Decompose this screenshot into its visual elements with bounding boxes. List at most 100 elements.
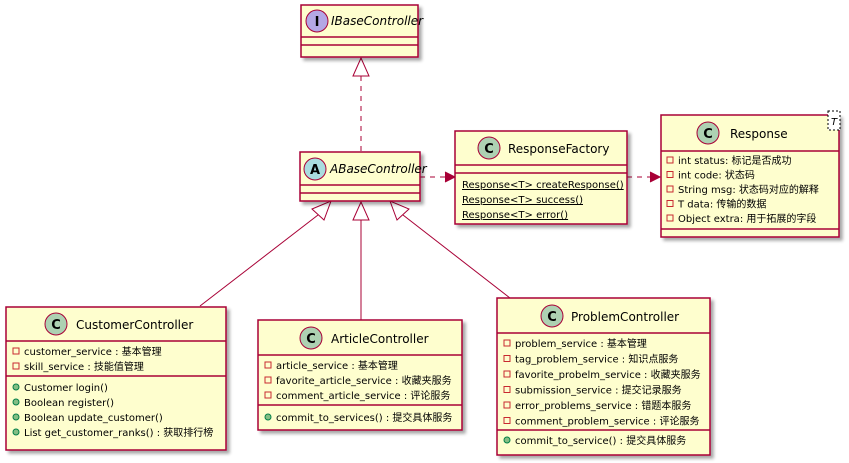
class-name: Response: [730, 127, 788, 141]
member-signature: article_service: [276, 361, 348, 372]
member-comment: : 标记是否成功: [725, 155, 792, 167]
member-signature: error_problems_service: [515, 401, 632, 412]
private-visibility-icon: [666, 156, 674, 164]
customer-generalization-line: [199, 214, 319, 307]
public-visibility-icon: [503, 436, 511, 444]
class-box: [5, 306, 227, 451]
member-comment: : 用于拓展的字段: [740, 212, 817, 225]
class-articlecontroller[interactable]: C ArticleController article_service : 基本…: [257, 319, 463, 431]
member-signature: Boolean update_customer(): [24, 413, 163, 424]
private-visibility-icon: [666, 185, 674, 193]
member-text: T data: 传输的数据: [677, 198, 766, 211]
method-list: commit_to_services() : 提交具体服务: [264, 411, 452, 424]
member-signature: commit_to_services(): [276, 413, 383, 424]
class-name: ResponseFactory: [508, 142, 609, 156]
member-signature: Customer login(): [24, 383, 108, 394]
member-text: List get_customer_ranks() : 获取排行榜: [24, 426, 213, 439]
spot-letter: C: [51, 318, 61, 333]
method-create-response: Response<T> createResponse(): [462, 180, 624, 191]
class-box: [257, 319, 463, 431]
field-list: article_service : 基本管理 favorite_article_s…: [264, 359, 452, 402]
member-signature: skill_service: [24, 362, 84, 373]
private-visibility-icon: [503, 386, 511, 393]
member-text: favorite_probelm_service : 收藏夹服务: [515, 368, 701, 381]
public-visibility-icon: [264, 413, 272, 421]
member-text: String msg: 状态码对应的解释: [678, 183, 819, 196]
public-visibility-icon: [12, 413, 20, 421]
member-text: Customer login(): [24, 383, 108, 394]
spot-letter: C: [484, 142, 494, 157]
class-problemcontroller[interactable]: C ProblemController problem_service : 基本…: [496, 297, 711, 456]
member-text: Boolean update_customer(): [24, 413, 163, 424]
class-name: ABaseController: [329, 162, 428, 176]
member-comment: : 技能值管理: [84, 360, 144, 373]
member-signature: commit_to_service(): [515, 436, 617, 447]
member-comment: : 提交具体服务: [383, 411, 453, 424]
spot-letter: A: [310, 163, 320, 178]
member-comment: : 获取排行榜: [154, 426, 214, 439]
member-text: problem_service : 基本管理: [515, 337, 647, 350]
class-name: ProblemController: [571, 310, 679, 324]
field-list: customer_service : 基本管理 skill_service : 技…: [12, 345, 162, 373]
member-text: comment_problem_service : 评论服务: [515, 415, 699, 428]
class-name: CustomerController: [76, 318, 193, 332]
spot-letter: C: [306, 332, 316, 347]
member-comment: : 基本管理: [348, 359, 398, 372]
class-abasecontroller[interactable]: A ABaseController: [299, 151, 428, 202]
member-comment: : 基本管理: [112, 345, 162, 358]
private-visibility-icon: [264, 361, 272, 369]
member-text: int status: 标记是否成功: [678, 155, 792, 167]
field-list: problem_service : 基本管理 tag_problem_servic…: [503, 337, 701, 428]
generic-parameter: T: [831, 117, 838, 128]
member-text: Boolean register(): [24, 398, 114, 409]
member-text: favorite_article_service : 收藏夹服务: [276, 374, 452, 387]
method-list: commit_to_service() : 提交具体服务: [503, 434, 686, 447]
article-generalization-arrowhead: [352, 200, 370, 221]
member-signature: favorite_article_service: [276, 376, 392, 387]
class-spot-icon: [477, 136, 501, 160]
private-visibility-icon: [264, 376, 272, 384]
member-comment: : 提交具体服务: [616, 434, 686, 447]
member-text: tag_problem_service : 知识点服务: [515, 353, 678, 366]
spot-letter: C: [547, 310, 557, 325]
member-text: customer_service : 基本管理: [24, 345, 162, 358]
member-signature: Object extra: [678, 214, 740, 225]
member-comment: : 评论服务: [401, 389, 451, 402]
member-text: article_service : 基本管理: [276, 359, 398, 372]
member-comment: : 收藏夹服务: [392, 374, 452, 387]
member-comment: : 评论服务: [650, 415, 700, 428]
response-dependency-arrowhead: [649, 171, 662, 183]
factory-dependency-arrowhead: [444, 171, 457, 183]
public-visibility-icon: [12, 428, 20, 436]
private-visibility-icon: [503, 339, 511, 347]
member-comment: : 传输的数据: [710, 198, 767, 211]
member-text: submission_service : 提交记录服务: [515, 384, 682, 397]
class-spot-icon: [696, 121, 720, 145]
member-text: comment_article_service : 评论服务: [276, 389, 450, 402]
member-comment: : 状态码: [718, 169, 755, 182]
private-visibility-icon: [666, 214, 674, 222]
class-spot-icon: [44, 312, 68, 336]
class-responsefactory[interactable]: C ResponseFactory Response<T> createResp…: [454, 130, 628, 225]
class-ibasecontroller[interactable]: I IBaseController: [300, 4, 424, 58]
customer-generalization-arrowhead: [311, 200, 332, 221]
member-comment: : 状态码对应的解释: [732, 183, 819, 196]
method-error: Response<T> error(): [462, 210, 568, 221]
member-signature: comment_problem_service: [515, 417, 650, 428]
class-box: [660, 114, 840, 238]
interface-spot-icon: [305, 9, 329, 33]
private-visibility-icon: [503, 355, 511, 362]
member-signature: favorite_probelm_service: [515, 370, 641, 381]
member-signature: comment_article_service: [276, 391, 401, 402]
member-signature: tag_problem_service: [515, 355, 619, 366]
member-comment: : 知识点服务: [619, 353, 679, 366]
private-visibility-icon: [503, 401, 511, 409]
member-signature: Boolean register(): [24, 398, 114, 409]
class-customercontroller[interactable]: C CustomerController customer_service : …: [5, 306, 227, 451]
member-text: int code: 状态码: [678, 169, 755, 182]
member-text: commit_to_services() : 提交具体服务: [276, 411, 452, 424]
class-spot-icon: [540, 304, 564, 328]
public-visibility-icon: [12, 398, 20, 406]
